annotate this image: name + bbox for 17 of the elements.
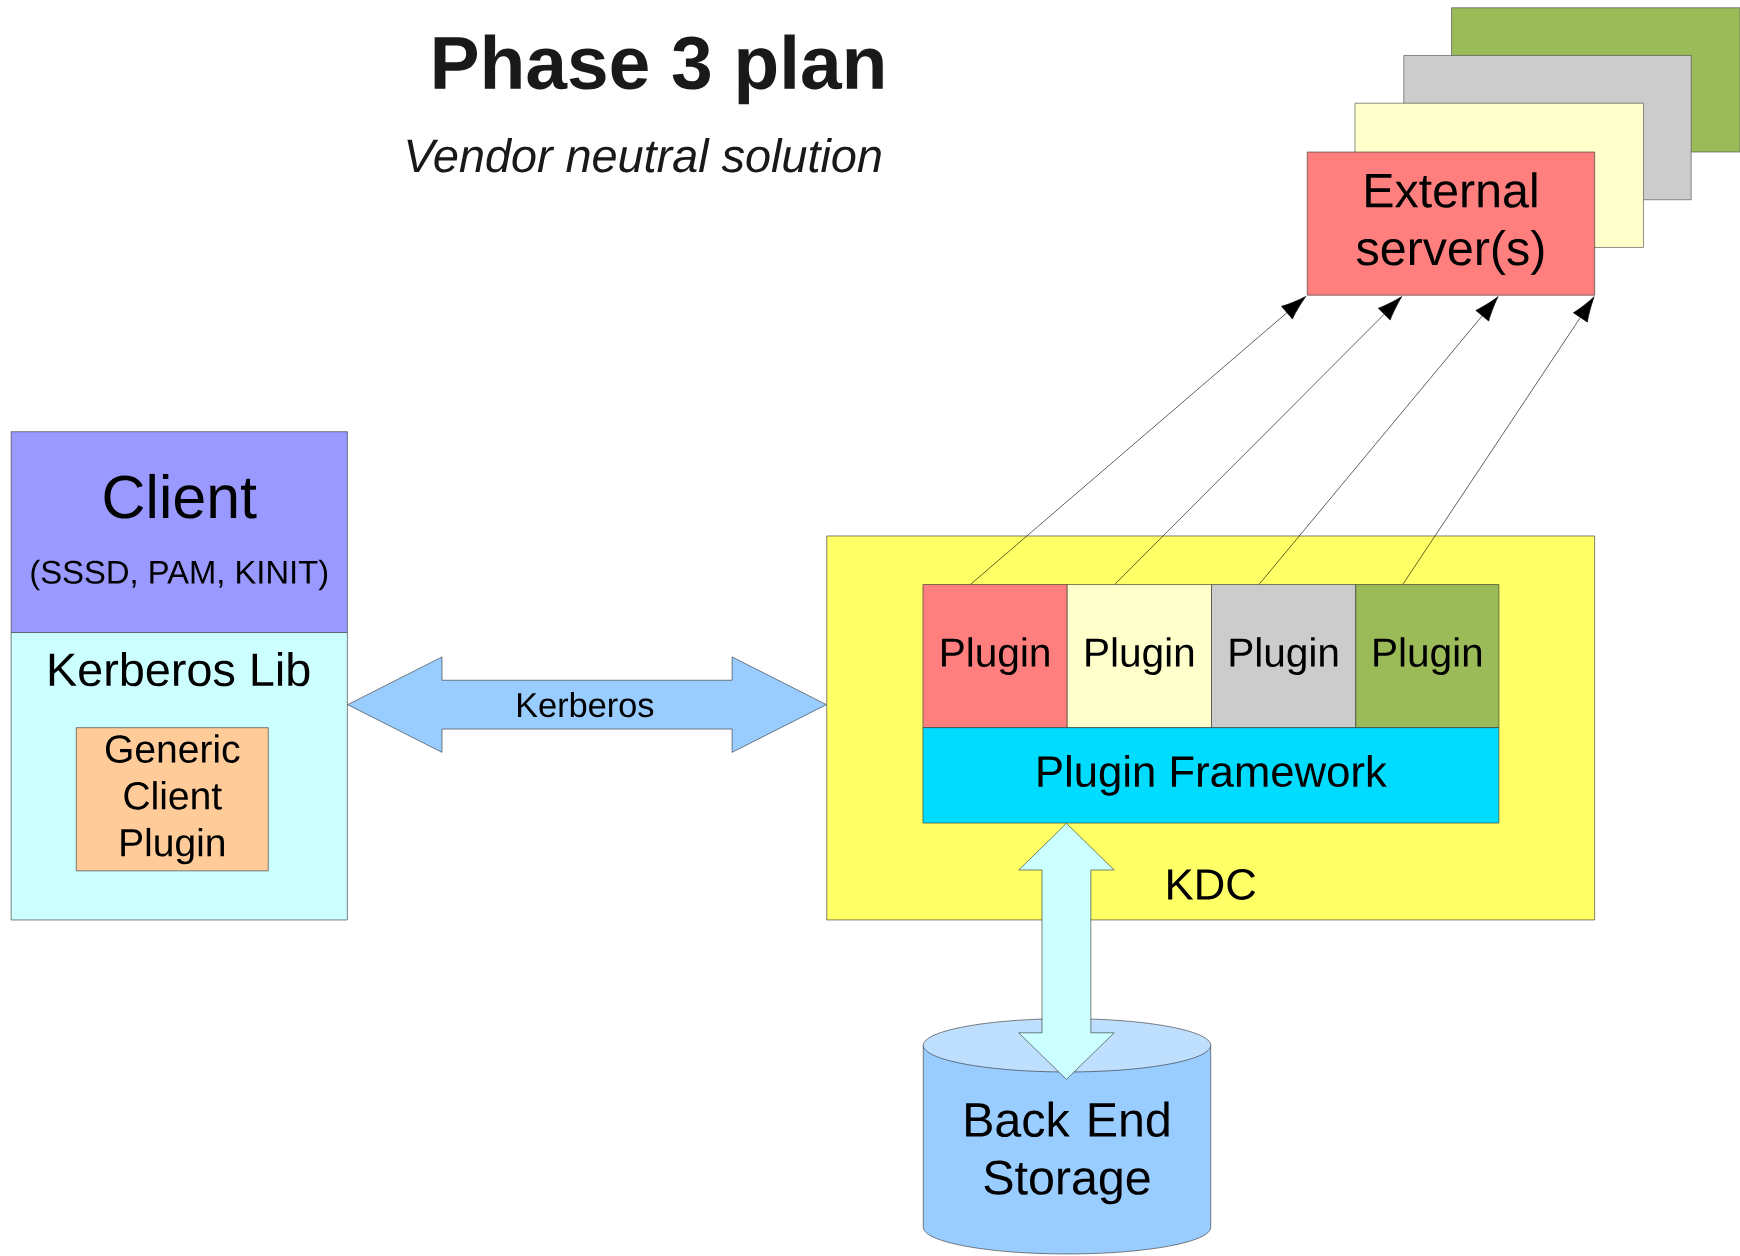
server-box: External server(s) bbox=[1306, 151, 1595, 296]
arrow bbox=[1114, 296, 1403, 585]
client-box: Client (SSSD, PAM, KINIT) bbox=[10, 431, 348, 633]
storage-cylinder: Back End Storage bbox=[922, 1018, 1212, 1255]
framework-box: Plugin Framework bbox=[922, 727, 1500, 824]
plugin-box: Plugin bbox=[1211, 584, 1357, 728]
arrow bbox=[970, 296, 1307, 585]
block-arrow bbox=[1018, 823, 1115, 1080]
plugin-box: Plugin bbox=[1066, 584, 1212, 728]
plugin-box: Plugin bbox=[1355, 584, 1500, 728]
plugin-box: Generic Client Plugin bbox=[76, 727, 269, 872]
plugin-box: Plugin bbox=[922, 584, 1068, 728]
title: Phase 3 plan bbox=[434, 34, 883, 105]
arrow bbox=[1402, 296, 1595, 585]
edge-label: Kerberos bbox=[513, 690, 656, 719]
subtitle: Vendor neutral solution bbox=[407, 138, 881, 173]
arrow bbox=[1258, 296, 1499, 585]
